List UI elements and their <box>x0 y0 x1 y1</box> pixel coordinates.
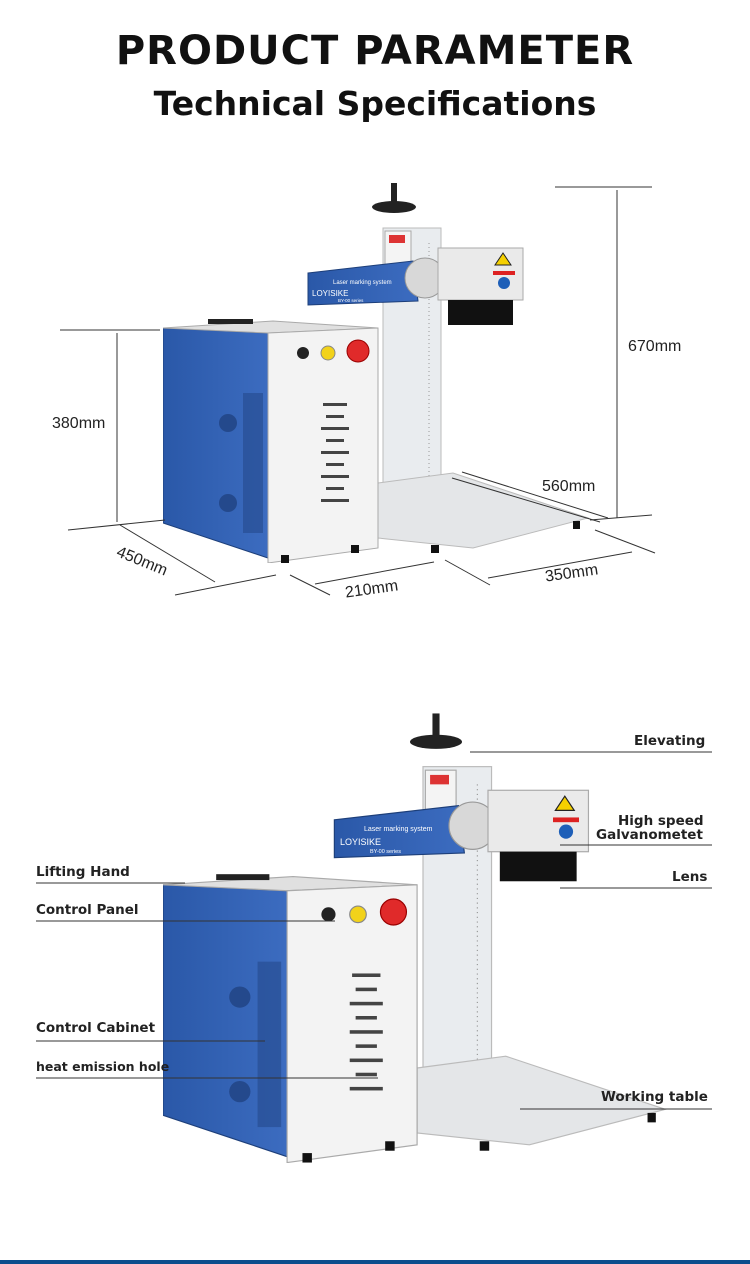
label-working-table: Working table <box>601 1089 708 1105</box>
label-control-cabinet: Control Cabinet <box>36 1020 156 1036</box>
table-depth-label: 560mm <box>542 478 596 495</box>
label-elevating: Elevating <box>634 733 706 749</box>
series-text: BY-00 series <box>370 849 401 855</box>
label-lens: Lens <box>672 869 708 885</box>
label-galvo-line1: High speed <box>618 813 704 829</box>
page-subtitle: Technical Specifications <box>153 84 597 123</box>
height-total-label: 670mm <box>628 338 682 355</box>
brand-logo-text: LOYISIKE <box>340 837 381 847</box>
footer-bar <box>0 1260 750 1264</box>
series-text: BY-00 series <box>338 298 364 303</box>
label-control-panel: Control Panel <box>36 902 139 918</box>
page-title: PRODUCT PARAMETER <box>115 28 635 74</box>
arm-system-text: Laser marking system <box>333 280 392 286</box>
arm-system-text: Laser marking system <box>364 826 433 833</box>
brand-logo-text: LOYISIKE <box>312 289 348 298</box>
label-galvo-line2: Galvanometet <box>596 827 703 843</box>
machine-image-dimensions <box>163 183 589 563</box>
machine-image-parts <box>163 713 666 1163</box>
cabinet-height-label: 380mm <box>52 415 106 432</box>
callout-lines <box>36 751 712 1110</box>
label-lifting-hand: Lifting Hand <box>36 864 130 880</box>
label-heat-emission-hole: heat emission hole <box>36 1059 170 1074</box>
dimension-lines <box>60 186 656 596</box>
